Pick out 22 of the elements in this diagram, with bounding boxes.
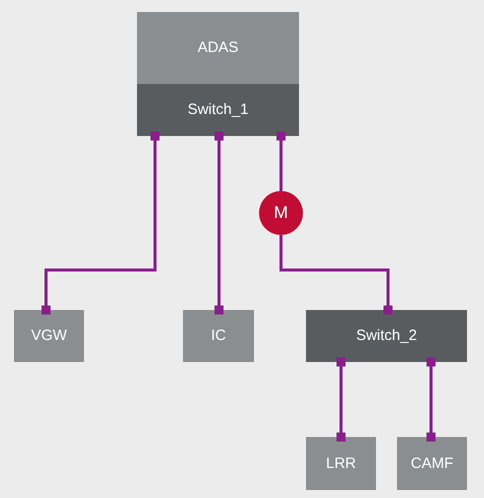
- circle-label: M: [272, 204, 290, 222]
- node-label: IC: [210, 327, 227, 345]
- node-label: Switch_1: [186, 101, 250, 119]
- connector-line: [276, 132, 286, 191]
- sensor-box: [397, 437, 467, 490]
- sensor-box: [306, 437, 376, 490]
- switch-box: [306, 310, 467, 362]
- node-label: CAMF: [410, 454, 454, 472]
- ecu-box: [183, 310, 254, 362]
- connector-line: [42, 132, 160, 314]
- node-label: VGW: [30, 327, 68, 345]
- ecu-box: [14, 310, 84, 362]
- node-label: Switch_2: [355, 327, 418, 345]
- monitor-circle: [259, 191, 303, 235]
- node-label: LRR: [324, 454, 357, 472]
- switch-box: [137, 84, 299, 136]
- connector-line: [214, 132, 224, 314]
- connector-line: [280, 235, 392, 314]
- connector-line: [336, 358, 346, 442]
- node-label: ADAS: [196, 39, 240, 57]
- connector-line: [426, 358, 436, 442]
- system-box: [137, 12, 299, 136]
